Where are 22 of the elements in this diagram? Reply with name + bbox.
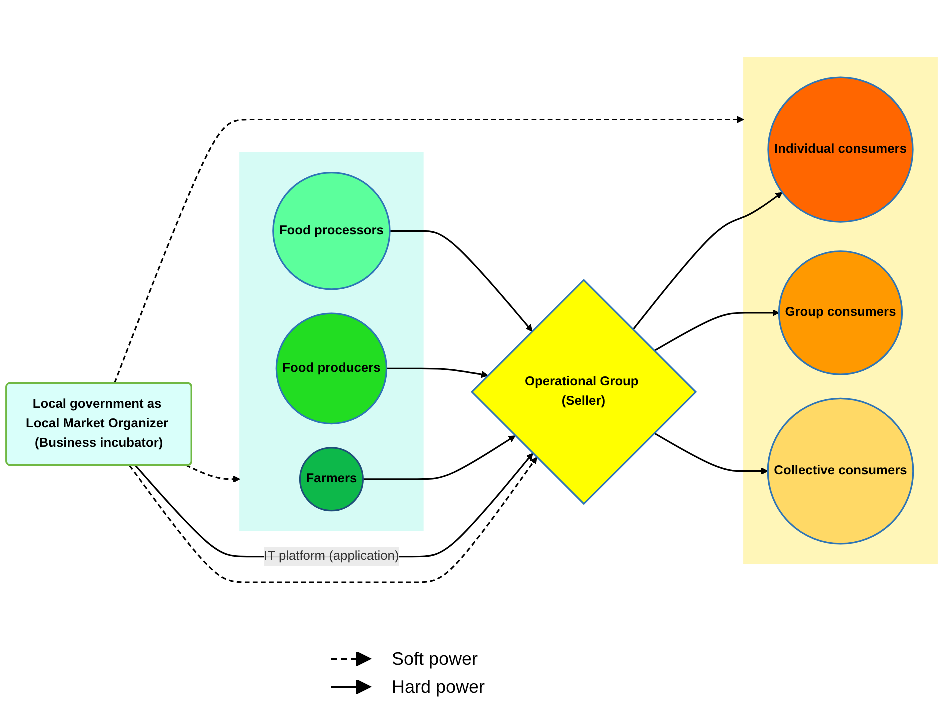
node-circle: Collective consumers [767, 398, 914, 545]
arrow [363, 436, 516, 480]
node-circle: Farmers [299, 447, 364, 512]
arrow [654, 309, 780, 352]
arrow [186, 464, 240, 483]
node-circle: Group consumers [778, 250, 904, 376]
arrow [114, 116, 744, 384]
legend-label: Soft power [392, 648, 478, 670]
arrow [386, 368, 489, 378]
node-circle: Food processors [272, 172, 391, 290]
arrow [632, 192, 783, 330]
arrow [129, 457, 538, 584]
arrow [654, 432, 768, 475]
cluster [744, 57, 938, 564]
edge-label: IT platform (application) [264, 550, 400, 564]
node-circle: Food producers [276, 312, 388, 425]
cluster [240, 152, 424, 532]
arrow [390, 230, 533, 332]
arrow [135, 453, 534, 558]
legend-label: Hard power [392, 676, 486, 698]
node-circle: Individual consumers [768, 76, 914, 223]
node-diamond: Operational Group (Seller) [471, 279, 698, 506]
